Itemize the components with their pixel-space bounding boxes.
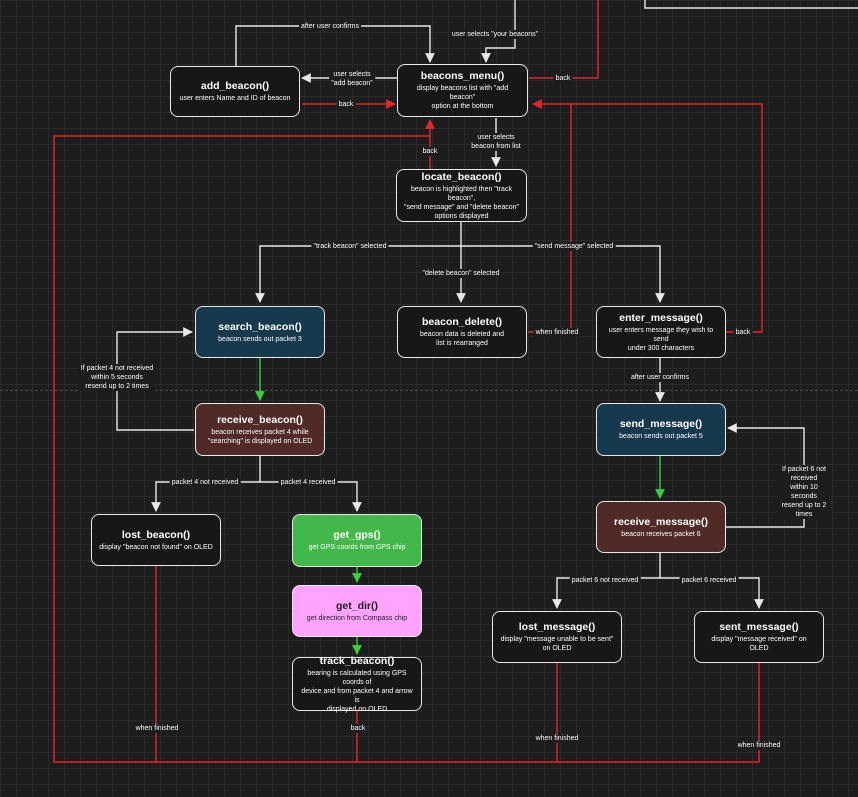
node-desc: get direction from Compass chip: [306, 614, 408, 622]
node-enter-message[interactable]: enter_message() user enters message they…: [596, 306, 726, 358]
node-get-dir[interactable]: get_dir() get direction from Compass chi…: [292, 585, 422, 637]
node-title: track_beacon(): [319, 654, 395, 667]
edge-confirm-to-menu: [235, 25, 435, 66]
node-title: locate_beacon(): [421, 170, 502, 183]
edge-back-enter: [571, 103, 763, 333]
node-locate-beacon[interactable]: locate_beacon() beacon is highlighted th…: [396, 169, 527, 222]
node-send-message[interactable]: send_message() beacon sends out packet 5: [596, 403, 726, 456]
node-desc: user enters message they wish to send un…: [608, 326, 714, 352]
node-sent-message[interactable]: sent_message() display "message received…: [694, 611, 824, 663]
edge-delete-finished: [528, 99, 572, 333]
node-add-beacon[interactable]: add_beacon() user enters Name and ID of …: [170, 66, 300, 117]
node-desc: beacon data is deleted and list is rearr…: [419, 331, 505, 347]
label-track-beacon-selected: "track beacon" selected: [311, 242, 389, 251]
node-get-gps[interactable]: get_gps() get GPS coords from GPS chip: [292, 514, 422, 567]
node-track-beacon[interactable]: track_beacon() bearing is calculated usi…: [292, 654, 422, 713]
node-title: search_beacon(): [218, 320, 302, 333]
label-after-user-confirms-top: after user confirms: [299, 22, 361, 31]
node-desc: get GPS coords from GPS chip: [308, 544, 406, 551]
node-title: enter_message(): [619, 311, 703, 324]
label-back-add: back: [336, 100, 356, 109]
label-user-selects-your-beacons: user selects "your beacons": [449, 30, 541, 39]
node-title: beacon_delete(): [422, 316, 502, 328]
label-back-enter: back: [733, 328, 753, 337]
label-delete-beacon-selected: "delete beacon" selected: [420, 269, 502, 278]
node-title: get_dir(): [336, 599, 378, 612]
node-desc: display beacons list with "add beacon" o…: [416, 85, 509, 110]
label-after-user-confirms-mid: after user confirms: [629, 373, 691, 382]
node-title: add_beacon(): [200, 80, 270, 92]
node-desc: beacon receives packet 6: [621, 530, 701, 538]
label-user-selects-beacon: user selects beacon from list: [469, 133, 523, 151]
edge-track-back: [156, 711, 358, 763]
label-packet6-not-received: packet 6 not received: [569, 576, 641, 585]
label-send-message-selected: "send message" selected: [532, 242, 616, 251]
label-when-finished-lost-beacon: when finished: [133, 724, 181, 733]
node-desc: user enters Name and ID of beacon: [179, 95, 291, 102]
node-desc: bearing is calculated using GPS coords o…: [301, 669, 413, 713]
edge-top-right: [644, 0, 858, 9]
node-desc: display "message received" on OLED: [711, 636, 807, 652]
edge-locate-to-search: [255, 222, 462, 303]
node-lost-message[interactable]: lost_message() display "message unable t…: [492, 611, 622, 663]
label-packet6-retry: If packet 6 not received within 10 secon…: [777, 465, 831, 519]
node-title: lost_message(): [518, 621, 596, 633]
node-receive-message[interactable]: receive_message() beacon receives packet…: [596, 501, 726, 553]
label-packet6-received: packet 6 received: [679, 576, 739, 585]
swimlane-divider: [0, 390, 858, 391]
node-title: receive_beacon(): [217, 413, 303, 426]
label-when-finished-lost-message: when finished: [533, 734, 581, 743]
node-title: lost_beacon(): [121, 528, 191, 541]
edge-sent-msg-finished: [557, 663, 760, 763]
label-back-locate: back: [420, 147, 440, 156]
node-title: get_gps(): [333, 529, 381, 541]
node-desc: beacon receives packet 4 while "searchin…: [207, 428, 313, 445]
node-title: receive_message(): [614, 515, 708, 528]
label-when-finished-delete: when finished: [533, 328, 581, 337]
label-user-selects-add-beacon: user selects "add beacon": [329, 70, 375, 88]
label-back-track: back: [348, 724, 368, 733]
node-beacon-delete[interactable]: beacon_delete() beacon data is deleted a…: [397, 306, 527, 358]
edge-your-beacons: [481, 0, 516, 63]
edge-bottom-return: [53, 135, 430, 763]
node-desc: beacon sends out packet 5: [619, 433, 703, 440]
node-lost-beacon[interactable]: lost_beacon() display "beacon not found"…: [91, 514, 221, 566]
edge-back-menu-top: [529, 0, 599, 79]
label-packet4-received: packet 4 received: [278, 478, 338, 487]
node-desc: beacon is highlighted then "track beacon…: [403, 185, 520, 220]
node-title: send_message(): [619, 418, 703, 430]
node-beacons-menu[interactable]: beacons_menu() display beacons list with…: [397, 64, 528, 117]
node-title: sent_message(): [719, 621, 799, 633]
node-desc: beacon sends out packet 3: [218, 335, 302, 343]
label-packet4-retry: If packet 4 not received within 5 second…: [78, 364, 156, 391]
node-desc: display "beacon not found" on OLED: [99, 543, 213, 551]
node-search-beacon[interactable]: search_beacon() beacon sends out packet …: [195, 306, 325, 358]
label-packet4-not-received: packet 4 not received: [169, 478, 241, 487]
node-title: beacons_menu(): [420, 70, 505, 82]
node-desc: display "message unable to be sent" on O…: [500, 636, 614, 652]
label-back-menu-top: back: [553, 74, 573, 83]
label-when-finished-sent-message: when finished: [735, 741, 783, 750]
node-receive-beacon[interactable]: receive_beacon() beacon receives packet …: [195, 403, 325, 456]
edge-locate-to-enter: [461, 245, 665, 303]
